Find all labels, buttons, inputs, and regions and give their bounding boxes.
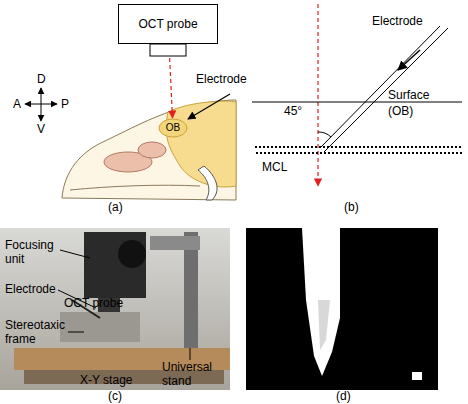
part-name: Electrode [372, 14, 423, 28]
panel-letter: (b) [344, 200, 359, 214]
part-name: Universal stand [162, 360, 222, 388]
part-name: Focusing unit [5, 238, 63, 266]
beam-arrow [169, 44, 173, 118]
bulb-region: OB [158, 118, 188, 138]
probe-tip [150, 44, 186, 56]
part-name: Electrode [5, 282, 56, 296]
part-name: OCT probe [64, 296, 123, 310]
orientation-compass [25, 88, 57, 121]
layer-name: MCL [262, 160, 287, 174]
electrode-pointer [188, 94, 230, 119]
direction-letter: A [13, 97, 21, 111]
angle-label: 45° [284, 104, 302, 118]
node-text: OCT probe [138, 17, 197, 31]
oct-image [246, 228, 438, 390]
panel-letter: (d) [336, 389, 351, 403]
direction-letter: D [37, 72, 46, 86]
setup-photo [0, 228, 230, 390]
part-name: X-Y stage [80, 373, 132, 387]
probe-box: OCT probe [118, 4, 218, 44]
layer-name: Surface (OB) [388, 87, 440, 119]
panel-letter: (a) [108, 200, 123, 214]
direction-letter: P [61, 97, 69, 111]
scale-bar [412, 372, 422, 380]
direction-letter: V [37, 122, 45, 136]
rat-head-sketch [62, 100, 236, 200]
part-name: Stereotaxic frame [5, 318, 73, 346]
panel-letter: (c) [108, 389, 122, 403]
node-text: OB [166, 122, 180, 134]
insertion-schematic [252, 4, 462, 186]
part-name: Electrode [196, 72, 247, 86]
